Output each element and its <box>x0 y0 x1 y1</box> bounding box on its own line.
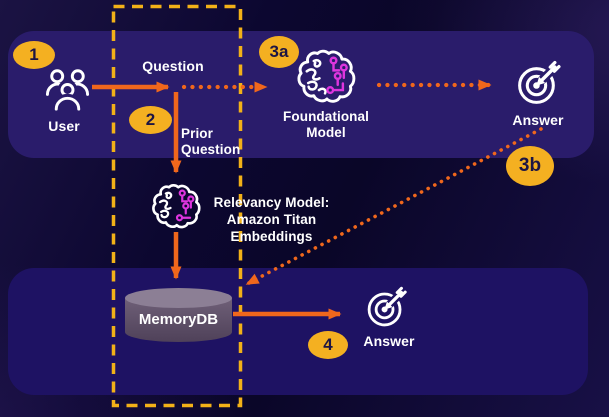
relevancy-model-label: Relevancy Model: Amazon Titan Embeddings <box>211 194 332 245</box>
users-icon <box>45 69 90 112</box>
relevancy-model-line1: Relevancy Model: <box>213 195 330 210</box>
step-badge-3b: 3b <box>506 146 554 186</box>
relevancy-model-line2: Amazon Titan <box>226 212 317 227</box>
step-badge-1: 1 <box>13 41 55 69</box>
answer-top-label: Answer <box>512 112 564 128</box>
ai-brain-circuit-icon <box>152 184 201 229</box>
ai-brain-circuit-icon <box>297 49 356 103</box>
relevancy-model-line3: Embeddings <box>230 229 313 244</box>
foundational-model-label: Foundational Model <box>283 109 369 141</box>
question-label: Question <box>142 58 204 74</box>
bottom-flow-panel <box>8 268 588 395</box>
step-badge-2: 2 <box>129 106 172 134</box>
step-badge-4: 4 <box>308 331 348 359</box>
step-badge-3a: 3a <box>259 36 299 68</box>
prior-question-label: Prior Question <box>181 126 241 158</box>
user-label: User <box>48 118 80 134</box>
target-arrow-icon <box>367 286 407 327</box>
memorydb-label: MemoryDB <box>138 310 219 328</box>
target-arrow-icon <box>518 60 561 104</box>
answer-bottom-label: Answer <box>363 333 415 349</box>
